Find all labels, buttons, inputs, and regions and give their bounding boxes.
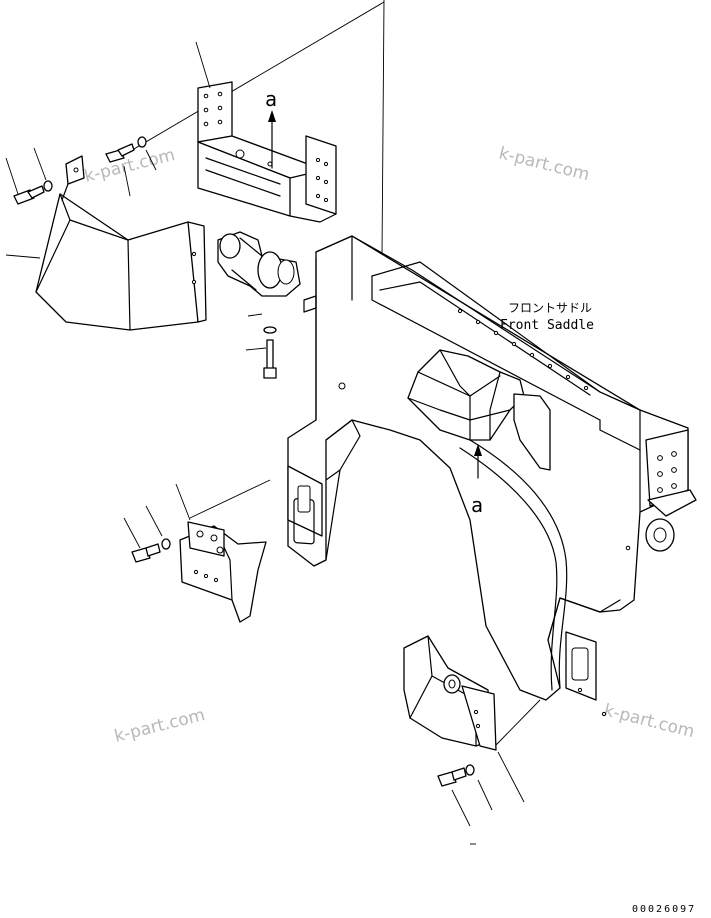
watermark-bottom-left: k-part.com	[112, 705, 207, 747]
watermark-bottom-right: k-part.com	[602, 700, 697, 742]
view-marker-bottom: a	[471, 493, 483, 517]
view-marker-top: a	[265, 87, 277, 111]
view-arrow-bottom: a	[471, 444, 483, 517]
leader-line-lower-diagonal	[495, 699, 541, 746]
document-number: 00026097	[632, 904, 696, 915]
rivet-row	[457, 308, 589, 391]
upper-left-cover	[5, 155, 207, 331]
front-saddle-label-en: Front Saddle	[500, 318, 594, 333]
front-saddle-label: フロントサドル Front Saddle	[500, 301, 594, 333]
leader-line-middle-diagonal	[189, 479, 271, 519]
leader-line-top-diagonal	[121, 1, 385, 157]
lower-right-cover	[403, 635, 525, 845]
roller-bolt	[245, 313, 277, 379]
front-saddle-frame	[287, 235, 697, 717]
top-bracket-assembly	[197, 81, 337, 223]
watermark-top-right: k-part.com	[497, 143, 592, 185]
view-arrow-top: a	[265, 87, 277, 169]
carrier-roller	[217, 231, 301, 297]
upper-left-fasteners	[5, 41, 211, 205]
middle-left-cover	[123, 483, 267, 623]
front-saddle-label-jp: フロントサドル	[508, 301, 592, 315]
